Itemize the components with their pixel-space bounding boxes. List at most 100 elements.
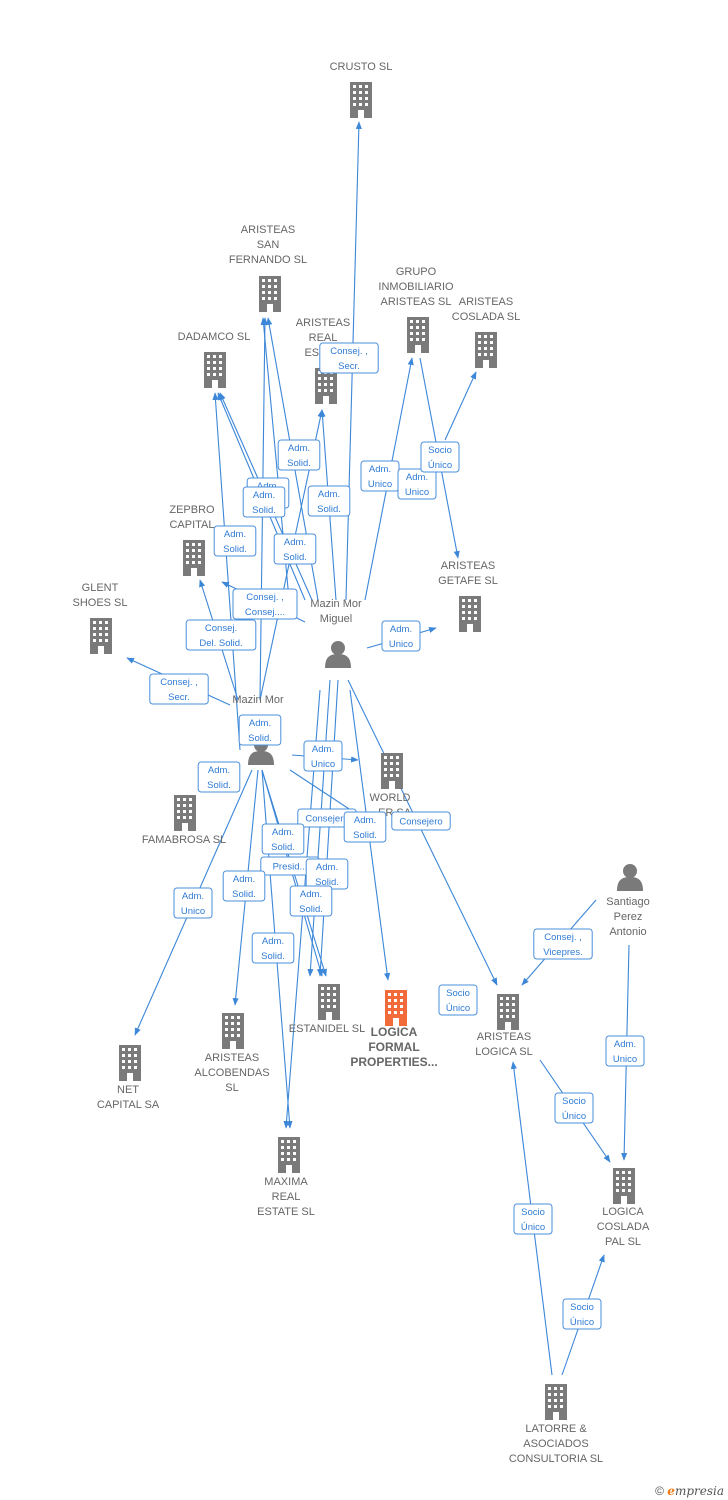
edge-label-text: Secr. — [168, 692, 190, 703]
node-world[interactable]: WORLD...ER SA — [369, 753, 412, 819]
edge-label-box — [513, 1203, 553, 1235]
edge-label-text: Único — [562, 1111, 586, 1122]
node-estanidel[interactable]: ESTANIDEL SL — [289, 984, 365, 1035]
edge-label-19[interactable]: Adm.Solid. — [343, 811, 387, 843]
edge-label-box — [251, 932, 295, 964]
edge-label-box — [533, 928, 593, 960]
edge-label-18[interactable]: Consejero — [297, 808, 357, 828]
edge-label-box — [149, 673, 209, 705]
edge-label-box — [397, 468, 437, 500]
edge-label-box — [605, 1035, 645, 1067]
edge-label-text: Solid. — [261, 951, 285, 962]
edge-label-text: Unico — [311, 759, 335, 770]
edge-label-1[interactable]: Consej. ,Secr. — [319, 342, 379, 374]
edge-label-28[interactable]: Consej. ,Vicepres. — [533, 928, 593, 960]
edge-label-text: Solid. — [252, 505, 276, 516]
edge-label-box — [562, 1298, 602, 1330]
edge-label-17[interactable]: Adm.Unico — [303, 740, 343, 772]
edge-label-21[interactable]: Adm.Solid. — [261, 823, 305, 855]
node-label: NET — [117, 1084, 139, 1096]
edge-label-box — [307, 485, 351, 517]
node-dadamco[interactable]: DADAMCO SL — [178, 331, 251, 388]
edge-label-26[interactable]: Adm.Unico — [173, 887, 213, 919]
building-icon — [381, 753, 403, 789]
edge-label-23[interactable]: Adm.Solid. — [305, 858, 349, 890]
edge-label-text: Adm. — [316, 862, 338, 873]
edge-label-12[interactable]: Consej.Del. Solid. — [185, 619, 257, 651]
edge-label-text: Solid. — [283, 552, 307, 563]
edge-label-24[interactable]: Adm.Solid. — [222, 870, 266, 902]
edge-label-8[interactable]: Adm. Solid. — [242, 486, 286, 518]
building-icon — [407, 317, 429, 353]
edge-label-13[interactable]: Adm.Unico — [381, 620, 421, 652]
edge-label-3[interactable]: Adm.Unico — [360, 460, 400, 492]
node-label: SL — [225, 1082, 238, 1094]
edge-label-text: Adm. — [318, 489, 340, 500]
edge-label-10[interactable]: Adm.Solid. — [213, 525, 257, 557]
edge-label-text: Adm. — [253, 490, 275, 501]
edge-label-9[interactable]: Adm.Solid. — [273, 533, 317, 565]
node-crusto[interactable]: CRUSTO SL — [330, 61, 393, 118]
node-label: ZEPBRO — [169, 504, 215, 516]
edge-labels-layer: Consej. ,Secr.Adm.Solid.Adm.UnicoAdm.Uni… — [149, 342, 645, 1330]
node-mazin-mor[interactable]: Mazin Mor — [232, 694, 284, 765]
building-icon — [119, 1045, 141, 1081]
node-label: REAL — [272, 1191, 301, 1203]
edge-label-15[interactable]: Adm.Solid. — [238, 714, 282, 746]
edge-label-text: Adm. — [272, 827, 294, 838]
node-label: GETAFE SL — [438, 575, 498, 587]
building-icon — [204, 352, 226, 388]
edge-label-text: Consej. , — [160, 677, 198, 688]
edge-label-box — [554, 1092, 594, 1124]
node-label: SAN — [257, 239, 280, 251]
edge-label-text: Consejero — [305, 814, 348, 825]
edge-label-30[interactable]: Adm.Unico — [605, 1035, 645, 1067]
node-famabrosa[interactable]: FAMABROSA SL — [142, 795, 226, 846]
edge-label-text: Socio — [446, 988, 470, 999]
edge-label-2[interactable]: Adm.Solid. — [277, 439, 321, 471]
edge-label-text: Solid. — [317, 504, 341, 515]
edge-label-box — [391, 811, 451, 831]
edge-label-20[interactable]: Consejero — [391, 811, 451, 831]
edge-label-box — [197, 761, 241, 793]
edge-label-27[interactable]: Adm.Solid. — [251, 932, 295, 964]
edge-label-text: Secr. — [338, 361, 360, 372]
edge-label-4[interactable]: Adm.Unico — [397, 468, 437, 500]
node-label: ASOCIADOS — [523, 1438, 588, 1450]
edge-label-14[interactable]: Consej. , Secr. — [149, 673, 209, 705]
node-logica-formal[interactable]: LOGICAFORMALPROPERTIES... — [350, 990, 438, 1069]
edge-label-11[interactable]: Consej. ,Consej.... — [232, 588, 298, 620]
edge-label-box — [319, 342, 379, 374]
building-icon — [259, 276, 281, 312]
edges-layer — [126, 121, 630, 1376]
edge-label-text: Único — [570, 1317, 594, 1328]
edge-label-16[interactable]: Adm.Solid. — [197, 761, 241, 793]
edge-label-text: Adm. — [249, 718, 271, 729]
empresia-logo: empresia — [667, 1484, 724, 1498]
edge-label-box — [232, 588, 298, 620]
edge-label-text: Unico — [181, 906, 205, 917]
edge-label-7[interactable]: Adm. Solid. — [307, 485, 351, 517]
node-label: Antonio — [609, 926, 646, 938]
footer-brand[interactable]: © empresia — [655, 1484, 724, 1498]
edge-label-25[interactable]: Adm.Solid. — [289, 885, 333, 917]
